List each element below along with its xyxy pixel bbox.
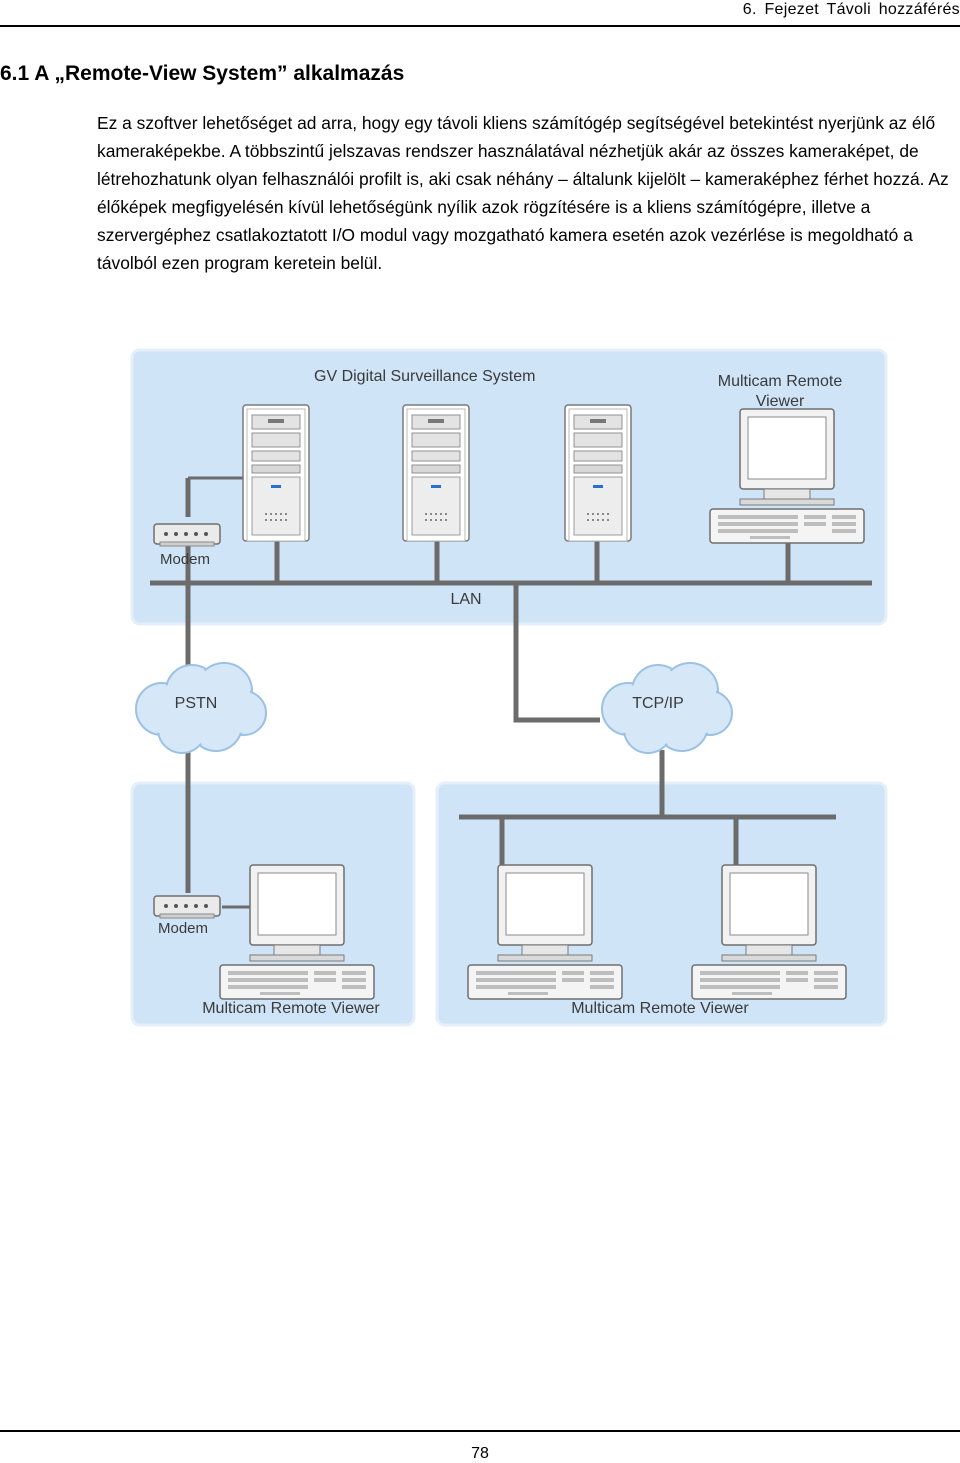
viewer-label-right: Multicam Remote Viewer <box>571 1000 749 1017</box>
modem-label-bottom: Modem <box>158 920 208 937</box>
remote-viewer-label-line2: Viewer <box>756 393 805 410</box>
remote-viewer-label-line1: Multicam Remote <box>718 373 843 390</box>
header-rule <box>0 25 960 27</box>
chapter-header: 6. Fejezet Távoli hozzáférés <box>742 1 960 18</box>
system-panel <box>130 348 888 626</box>
pstn-label: PSTN <box>175 695 218 712</box>
tcpip-label: TCP/IP <box>632 695 684 712</box>
footer-rule <box>0 1430 960 1432</box>
lan-label: LAN <box>450 591 481 608</box>
section-title: 6.1 A „Remote-View System” alkalmazás <box>0 62 405 85</box>
modem-label-top: Modem <box>160 551 210 568</box>
body-paragraph: Ez a szoftver lehetőséget ad arra, hogy … <box>97 113 949 273</box>
system-label: GV Digital Surveillance System <box>314 368 535 385</box>
page-number: 78 <box>471 1445 489 1462</box>
viewer-label-left: Multicam Remote Viewer <box>202 1000 380 1017</box>
network-diagram: GV Digital Surveillance System Multicam … <box>130 348 888 1027</box>
